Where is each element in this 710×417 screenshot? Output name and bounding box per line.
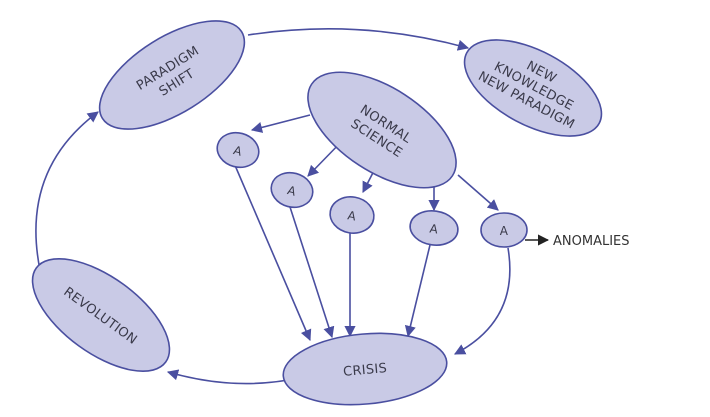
anomaly-2-label: A [286, 183, 298, 199]
node-paradigm-shift: PARADIGM SHIFT [98, 20, 246, 130]
node-revolution: REVOLUTION [31, 258, 171, 372]
node-anomaly-2: A [270, 171, 314, 209]
edge-revolution-to-shift [35, 111, 99, 271]
edge-a5-to-crisis [454, 247, 511, 355]
edge-science-to-a5 [457, 174, 499, 211]
node-crisis: CRISIS [282, 332, 448, 406]
edge-crisis-to-revolution [166, 369, 289, 385]
anomaly-4-label: A [429, 221, 440, 236]
node-normal-science: NORMAL SCIENCE [307, 71, 457, 189]
anomaly-5-label: A [500, 224, 509, 238]
anomalies-label: ANOMALIES [553, 234, 630, 249]
node-anomaly-1: A [216, 131, 260, 169]
edge-a2-to-crisis [289, 206, 335, 339]
anomaly-1-label: A [232, 143, 244, 159]
edge-a4-to-crisis [404, 244, 431, 338]
edge-a1-to-crisis [233, 162, 312, 342]
node-anomaly-4: A [409, 210, 459, 246]
edge-science-to-a1 [250, 114, 311, 133]
node-new-knowledge: NEW KNOWLEDGE NEW PARADIGM [463, 39, 603, 137]
crisis-label: CRISIS [343, 361, 388, 380]
node-anomaly-3: A [329, 196, 375, 234]
anomaly-3-label: A [346, 208, 357, 223]
edge-shift-to-new-knowledge [247, 28, 470, 51]
node-anomaly-5: A [480, 212, 528, 248]
